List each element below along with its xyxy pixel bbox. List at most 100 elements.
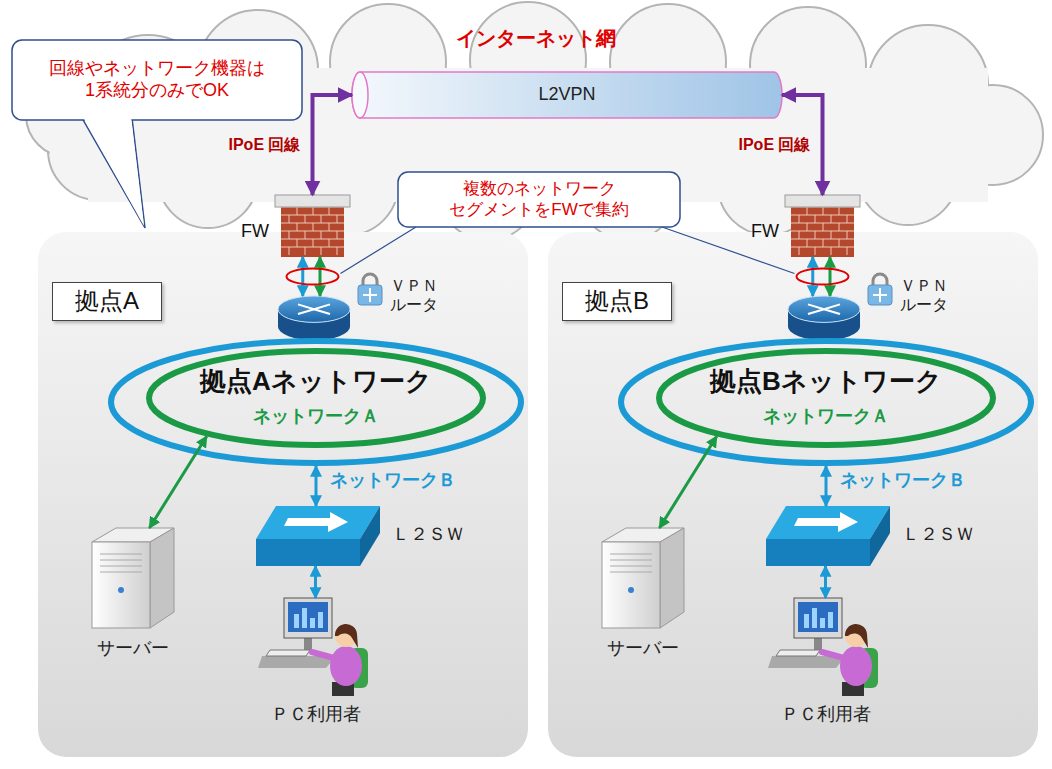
shape-part	[278, 296, 350, 322]
shape-part	[610, 572, 652, 573]
shape-part	[150, 528, 174, 628]
node-label: 複数のネットワーク セグメントをFWで集約	[433, 179, 645, 220]
shape-part	[297, 239, 298, 247]
shape-part	[313, 207, 314, 215]
shape-part	[628, 587, 634, 593]
text-holder: 拠点Aネットワーク	[146, 366, 486, 397]
shape-part	[824, 304, 840, 309]
shape-part	[149, 351, 483, 445]
shape-part	[766, 539, 870, 566]
shape-part	[847, 215, 848, 223]
text-holder: 拠点A	[52, 282, 162, 321]
connector	[313, 95, 353, 195]
vpn-tunnel: L2VPN	[352, 72, 782, 118]
shape-part	[868, 285, 892, 305]
node-label: 拠点Aネットワーク	[146, 366, 486, 397]
node-label: ＰＣ利用者	[252, 704, 380, 726]
shape-part	[100, 572, 142, 573]
user-pc-icon: ＰＣ利用者	[262, 598, 370, 698]
shape-part	[847, 247, 848, 255]
shape-part	[305, 247, 306, 255]
shape-part	[799, 231, 800, 239]
edge-label-holder: IPoE 回線	[228, 135, 300, 154]
text-holder: FW	[735, 221, 779, 243]
text-holder: ネットワークＢ	[330, 470, 500, 492]
switch-icon: Ｌ２ＳＷ	[766, 506, 890, 566]
shape-part	[360, 506, 380, 566]
connector	[811, 257, 814, 296]
shape-part	[659, 351, 993, 445]
shape-part	[281, 215, 344, 216]
router-icon-graphic	[788, 296, 860, 340]
shape-part	[839, 239, 840, 247]
shape-part	[798, 602, 838, 632]
shape-part	[808, 304, 824, 309]
shape-part	[398, 172, 680, 227]
shape-part	[313, 223, 314, 231]
shape-part	[814, 638, 822, 650]
shape-part	[12, 40, 302, 228]
shape-part	[256, 539, 360, 566]
shape-part	[873, 288, 887, 302]
leader-line	[662, 227, 795, 274]
connector	[314, 566, 317, 598]
shape-part	[621, 341, 1031, 463]
connector	[149, 436, 206, 528]
text-holder: ネットワークＡ	[146, 406, 486, 428]
shape-part	[284, 512, 348, 532]
shape-part	[794, 598, 842, 638]
shape-part	[92, 528, 174, 628]
node-label: ネットワークＡ	[656, 406, 996, 428]
shape-part	[297, 207, 298, 215]
user-pc-icon-graphic	[772, 598, 880, 698]
network-ellipse: 拠点BネットワークネットワークＡネットワークＢ	[618, 338, 1034, 466]
shape-part	[352, 72, 782, 118]
node-label: ＰＣ利用者	[762, 704, 890, 726]
node-label: インターネット網	[28, 26, 1043, 50]
shape-part	[776, 650, 820, 656]
shape-part	[873, 274, 887, 286]
text-holder: ＰＣ利用者	[762, 704, 890, 726]
shape-part	[38, 232, 528, 757]
network-ellipse: 拠点AネットワークネットワークＡ	[146, 348, 486, 448]
shape-part	[785, 195, 860, 257]
edge-label: IPoE 回線	[738, 135, 810, 154]
shape-part	[610, 566, 652, 567]
shape-part	[621, 341, 1031, 463]
shape-part	[26, 2, 1043, 240]
shape-part	[358, 285, 382, 305]
shape-part	[363, 274, 377, 286]
text-holder: ＶＰＮ ルータ	[900, 276, 964, 314]
firewall-icon: FW	[785, 195, 860, 257]
shape-part	[12, 40, 302, 120]
shape-part	[82, 118, 145, 228]
text-holder: インターネット網	[28, 26, 1043, 50]
shape-part	[321, 215, 322, 223]
shape-part	[799, 215, 800, 223]
text-holder: Ｌ２ＳＷ	[392, 524, 482, 546]
server-icon: サーバー	[602, 528, 684, 628]
connector	[824, 566, 827, 598]
shape-part	[329, 207, 330, 215]
shape-part	[275, 195, 350, 207]
shape-part	[822, 652, 844, 658]
shape-part	[288, 602, 328, 632]
text-holder: 拠点Bネットワーク	[656, 366, 996, 397]
shape-part	[337, 231, 338, 239]
shape-part	[118, 587, 124, 593]
shape-part	[815, 247, 816, 255]
edge-label: IPoE 回線	[228, 135, 300, 154]
text-holder: Ｌ２ＳＷ	[902, 524, 992, 546]
server-icon: サーバー	[92, 528, 174, 628]
connector	[829, 257, 832, 296]
router-icon: ＶＰＮ ルータ	[788, 296, 860, 340]
switch-icon: Ｌ２ＳＷ	[256, 506, 380, 566]
shape-part	[602, 542, 660, 628]
shape-part	[256, 506, 380, 566]
shape-part	[815, 231, 816, 239]
text-holder: サーバー	[68, 638, 198, 660]
shape-part	[868, 274, 892, 305]
user-pc-icon-graphic	[262, 598, 370, 698]
shape-part	[281, 247, 344, 248]
shape-part	[289, 247, 290, 255]
